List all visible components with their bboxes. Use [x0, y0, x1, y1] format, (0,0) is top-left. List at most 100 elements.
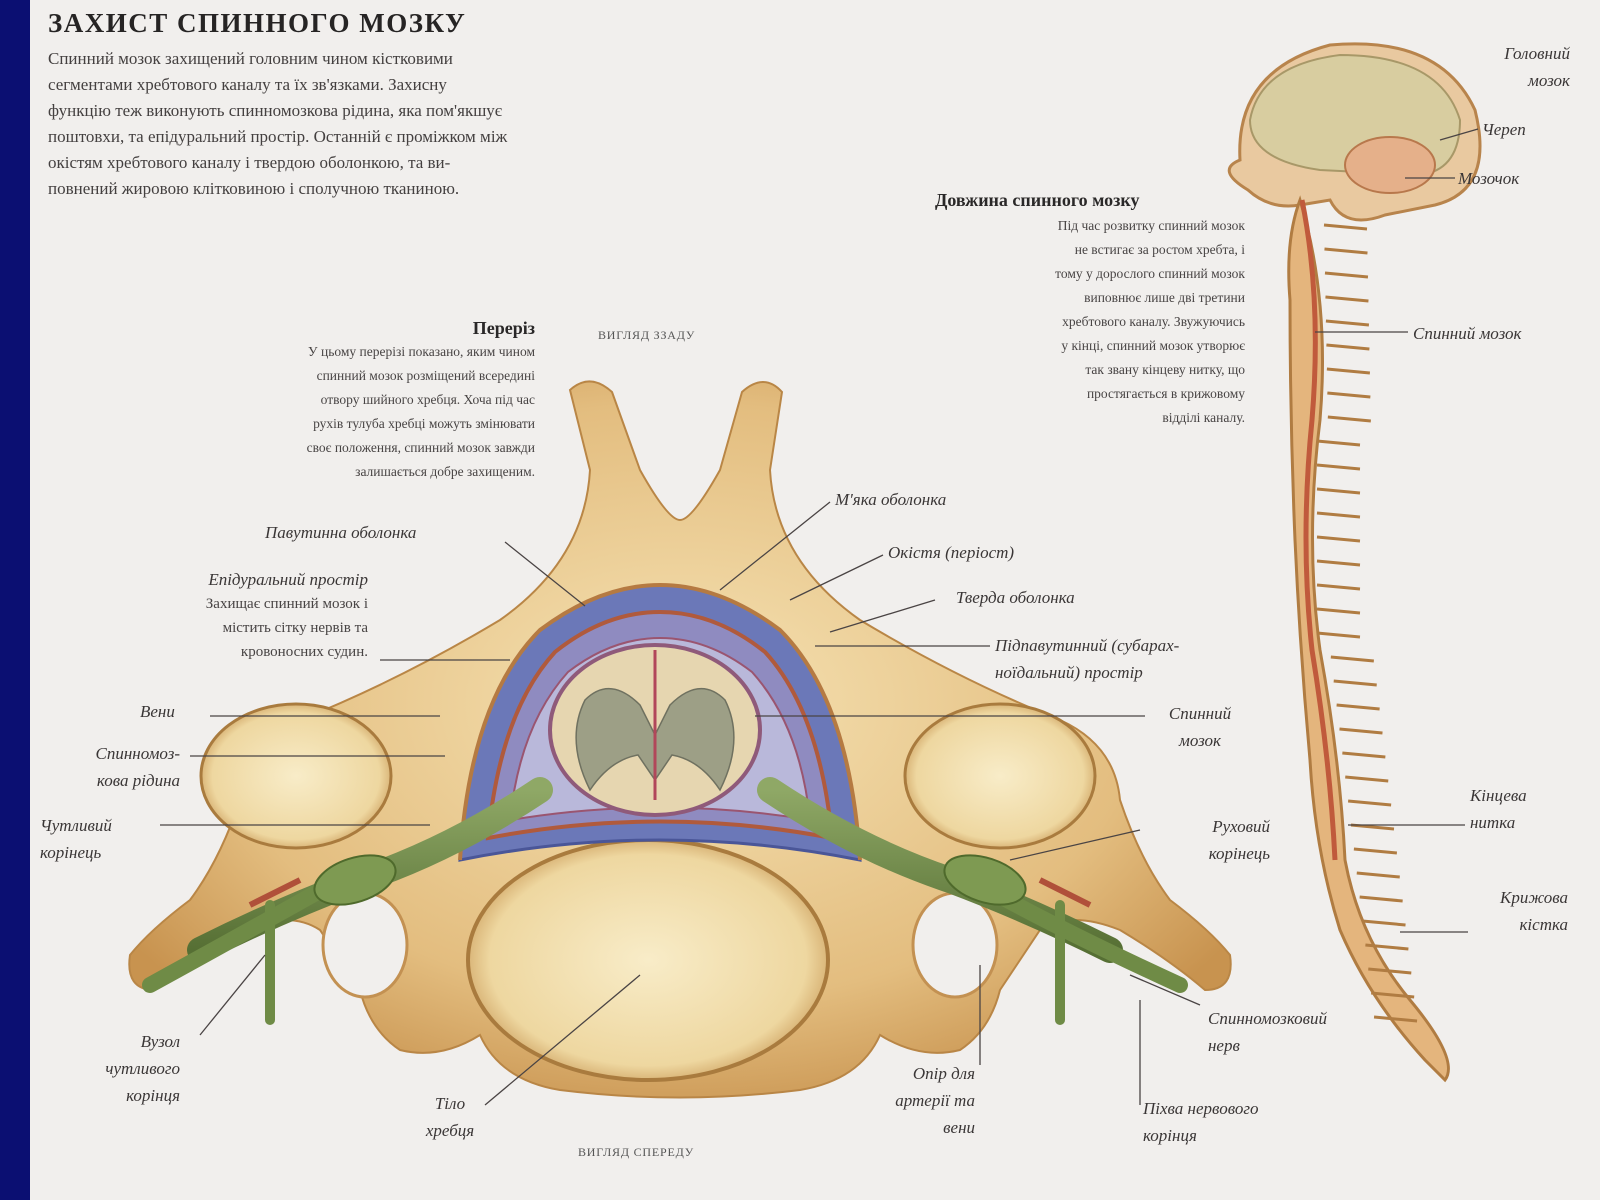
- label-line: чутливого: [105, 1059, 180, 1078]
- vertebra-segment: [1356, 871, 1400, 879]
- vertebra-segment: [1316, 559, 1361, 567]
- cross-line: своє положення, спинний мозок завжди: [306, 440, 535, 455]
- vertebra-segment: [1325, 319, 1370, 327]
- view-back-label: ВИГЛЯД ЗЗАДУ: [598, 328, 696, 342]
- intro-line: повнений жировою клітковиною і сполучною…: [48, 179, 460, 198]
- label-line: вени: [943, 1118, 975, 1137]
- articular-facet-right: [903, 702, 1097, 850]
- length-paragraph: Під час розвитку спинний мозок не встига…: [905, 214, 1245, 430]
- vertebra-segment: [1316, 535, 1361, 543]
- label-ganglion: Вузол чутливого корінця: [40, 1028, 180, 1109]
- intro-line: функцію теж виконують спинномозкова ріди…: [48, 101, 503, 120]
- label-line: Вузол: [140, 1032, 180, 1051]
- transverse-foramen-right: [911, 891, 999, 999]
- vertebra-segment: [1373, 1015, 1418, 1023]
- intro-line: сегментами хребтового каналу та їх зв'яз…: [48, 75, 447, 94]
- vertebra-segment: [1353, 847, 1398, 855]
- vertebra-segment: [1339, 727, 1383, 735]
- length-line: так звану кінцеву нитку, що: [1085, 362, 1245, 377]
- label-sacrum: Крижова кістка: [1430, 884, 1568, 938]
- vertebra-segment: [1333, 679, 1377, 687]
- articular-facet-left: [199, 702, 393, 850]
- vertebra-segment: [1365, 943, 1409, 951]
- cross-paragraph: У цьому перерізі показано, яким чином сп…: [135, 340, 535, 484]
- vertebra-segments: [1316, 223, 1418, 1023]
- view-front-label: ВИГЛЯД СПЕРЕДУ: [578, 1145, 695, 1159]
- vertebra-segment: [1316, 583, 1361, 591]
- vertebra-segment: [1336, 703, 1380, 711]
- label-line: Спинномозковий: [1208, 1009, 1327, 1028]
- vertebra-segment: [1350, 823, 1395, 831]
- dorsal-root-ganglion: [313, 854, 397, 906]
- label-line: кровоносних судин.: [240, 644, 368, 660]
- vertebra-segment: [1316, 439, 1361, 447]
- label-line: корінця: [1143, 1126, 1197, 1145]
- label-line: Спинний: [1168, 704, 1232, 723]
- vertebra-segment: [1330, 655, 1374, 663]
- label-line: корінець: [40, 843, 102, 862]
- label-arachnoid: Павутинна оболонка: [265, 523, 417, 542]
- vertebra-segment: [1368, 967, 1412, 975]
- intro-line: Спинний мозок захищений головним чином к…: [48, 49, 453, 68]
- vertebra-segment: [1347, 799, 1392, 807]
- label-line: Крижова: [1500, 888, 1568, 907]
- cross-line: отвору шийного хребця. Хоча під час: [320, 392, 535, 407]
- vertebra-segment: [1316, 511, 1361, 519]
- label-sensory-root: Чутливий корінець: [40, 812, 112, 866]
- vertebra-segment: [1359, 895, 1403, 903]
- vertebra-segment: [1324, 247, 1368, 255]
- length-line: відділі каналу.: [1162, 410, 1245, 425]
- label-line: Опір для: [912, 1064, 975, 1083]
- spinous-notch: [640, 395, 720, 470]
- vertebra-segment: [1326, 367, 1371, 375]
- label-line: кістка: [1519, 915, 1568, 934]
- vertebral-column: [1287, 195, 1450, 1083]
- label-epidural: Епідуральний простір: [208, 570, 368, 589]
- label-line: Чутливий: [40, 816, 112, 835]
- label-line: мозок: [1179, 731, 1221, 750]
- vertebral-body: [466, 838, 830, 1082]
- cross-line: рухів тулуба хребці можуть змінювати: [313, 416, 535, 431]
- length-line: у кінці, спинний мозок утворює: [1061, 338, 1245, 353]
- label-line: містить сітку нервів та: [222, 620, 368, 636]
- vertebra-segment: [1327, 415, 1371, 423]
- label-line: ноїдальний) простір: [995, 663, 1143, 682]
- vertebra-segment: [1371, 991, 1415, 999]
- length-line: тому у дорослого спинний мозок: [1055, 266, 1245, 281]
- label-line: корінець: [1208, 844, 1270, 863]
- label-veins: Вени: [140, 702, 175, 721]
- transverse-foramen-left: [321, 891, 409, 999]
- label-line: Руховий: [1212, 817, 1270, 836]
- label-line: нитка: [1470, 813, 1516, 832]
- vertebra-segment: [1324, 271, 1369, 279]
- label-line: артерії та: [895, 1091, 975, 1110]
- cross-heading: Переріз: [472, 318, 535, 338]
- cross-line: залишається добре захищеним.: [355, 464, 535, 479]
- label-line: Кінцева: [1470, 786, 1527, 805]
- vertebra-segment: [1316, 487, 1361, 495]
- vertebra-segment: [1316, 463, 1361, 471]
- vertebra-segment: [1325, 295, 1369, 303]
- label-line: Підпавутинний (субарах-: [995, 636, 1180, 655]
- label-line: корінця: [126, 1086, 180, 1105]
- vertebra-segment: [1362, 919, 1406, 927]
- label-cerebellum: Мозочок: [1458, 169, 1520, 188]
- label-skull: Череп: [1482, 120, 1526, 139]
- page-title: ЗАХИСТ СПИННОГО МОЗКУ: [48, 8, 467, 38]
- length-line: Під час розвитку спинний мозок: [1057, 218, 1245, 233]
- cross-line: спинний мозок розміщений всередині: [316, 368, 535, 383]
- label-filum: Кінцева нитка: [1470, 782, 1527, 836]
- label-pia: М'яка оболонка: [835, 490, 947, 509]
- label-motor-root: Руховий корінець: [1145, 813, 1270, 867]
- label-line: нерв: [1208, 1036, 1240, 1055]
- cross-line: У цьому перерізі показано, яким чином: [308, 344, 535, 359]
- label-line: Спинномоз-: [95, 744, 180, 763]
- intro-line: окістям хребтового каналу і твердою обол…: [48, 153, 451, 172]
- label-brain: Головний мозок: [1420, 40, 1570, 94]
- length-line: не встигає за ростом хребта, і: [1074, 242, 1245, 257]
- vertebra-cross-section: [128, 380, 1232, 1099]
- label-line: Піхва нервового: [1143, 1099, 1259, 1118]
- vertebra-segment: [1342, 751, 1386, 759]
- cerebellum: [1344, 136, 1436, 194]
